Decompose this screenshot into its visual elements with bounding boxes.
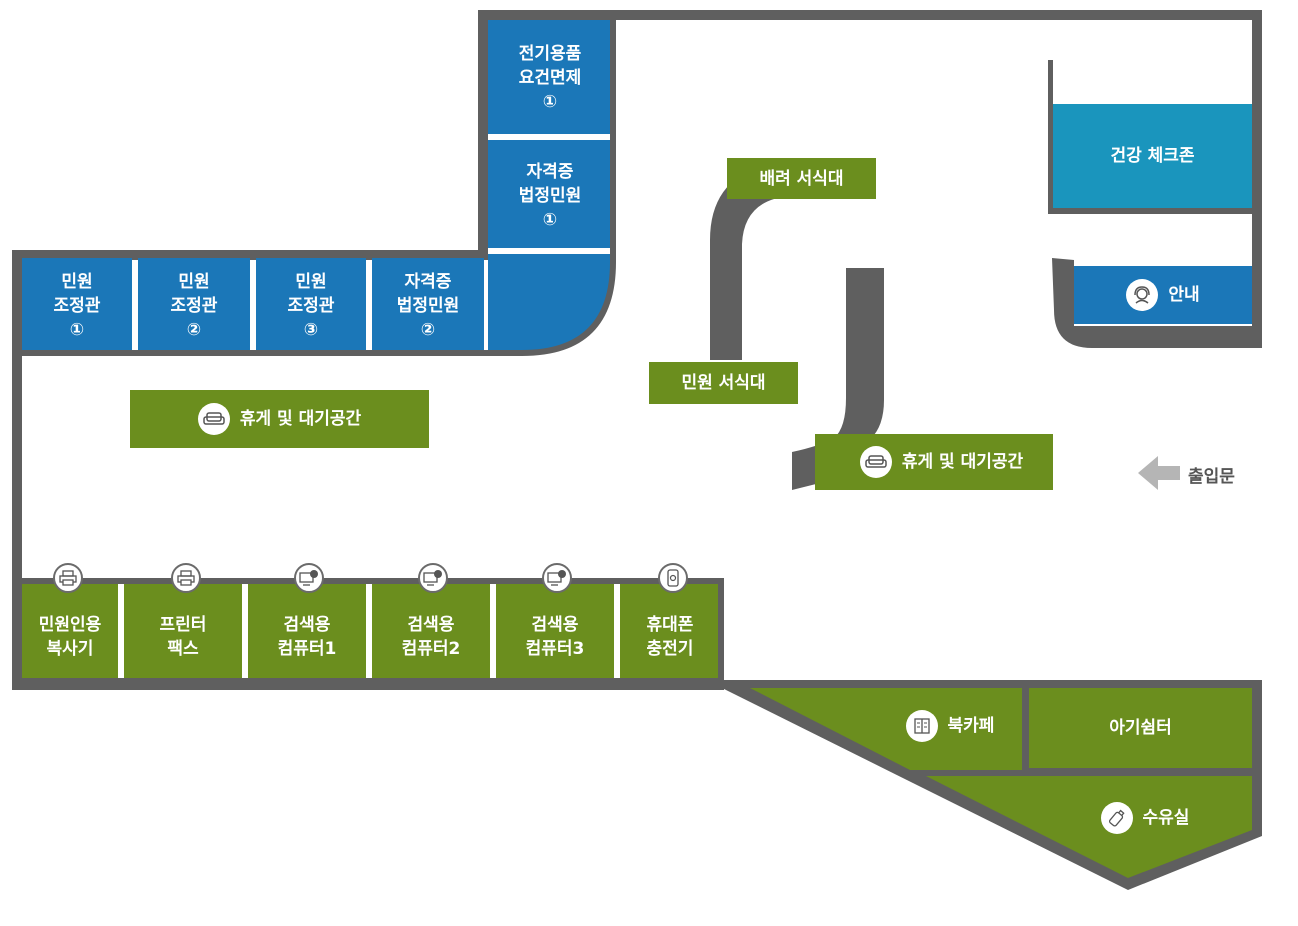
civil-desk-area (649, 362, 798, 404)
lounge-left-area (130, 390, 429, 448)
lounge-right[interactable]: 휴게 및 대기공간 (830, 434, 1053, 490)
arrow-left-icon (1138, 456, 1180, 490)
headset-agent-icon (1126, 279, 1159, 311)
sofa-icon (859, 446, 892, 478)
lounge-left[interactable]: 휴게 및 대기공간 (130, 390, 429, 448)
info-label: 안내 (1168, 285, 1200, 305)
computer-icon (294, 563, 324, 593)
book-cafe-label: 북카페 (947, 716, 995, 736)
entrance-label[interactable]: 출입문 (1188, 467, 1235, 487)
service-row (22, 584, 720, 678)
office-block (22, 20, 612, 352)
book-icon (905, 710, 938, 742)
care-desk[interactable]: 배려 서식대 (759, 168, 844, 189)
printer-icon (171, 563, 201, 593)
sofa-icon (197, 403, 230, 435)
nursing-room-label: 수유실 (1142, 808, 1190, 828)
health-check-zone (1053, 104, 1252, 208)
lounge-right-label: 휴게 및 대기공간 (901, 452, 1024, 472)
lounge-left-label: 휴게 및 대기공간 (239, 409, 362, 429)
book-cafe[interactable]: 북카페 (880, 706, 1020, 746)
computer-icon (418, 563, 448, 593)
printer-icon (53, 563, 83, 593)
health-check-zone-label[interactable]: 건강 체크존 (1110, 146, 1195, 166)
outer-walls (12, 10, 1262, 836)
phone-icon (658, 563, 688, 593)
info-desk[interactable]: 안내 (1074, 266, 1252, 324)
care-desk-area (727, 158, 876, 199)
lounge-right-area (815, 434, 1053, 490)
baby-bottle-icon (1100, 802, 1133, 834)
info-desk-area (1074, 266, 1252, 324)
civil-desk[interactable]: 민원 서식대 (681, 373, 766, 393)
nursing-room[interactable]: 수유실 (1070, 798, 1220, 838)
kids-zone[interactable]: 아기쉼터 (1109, 718, 1172, 738)
computer-icon (542, 563, 572, 593)
